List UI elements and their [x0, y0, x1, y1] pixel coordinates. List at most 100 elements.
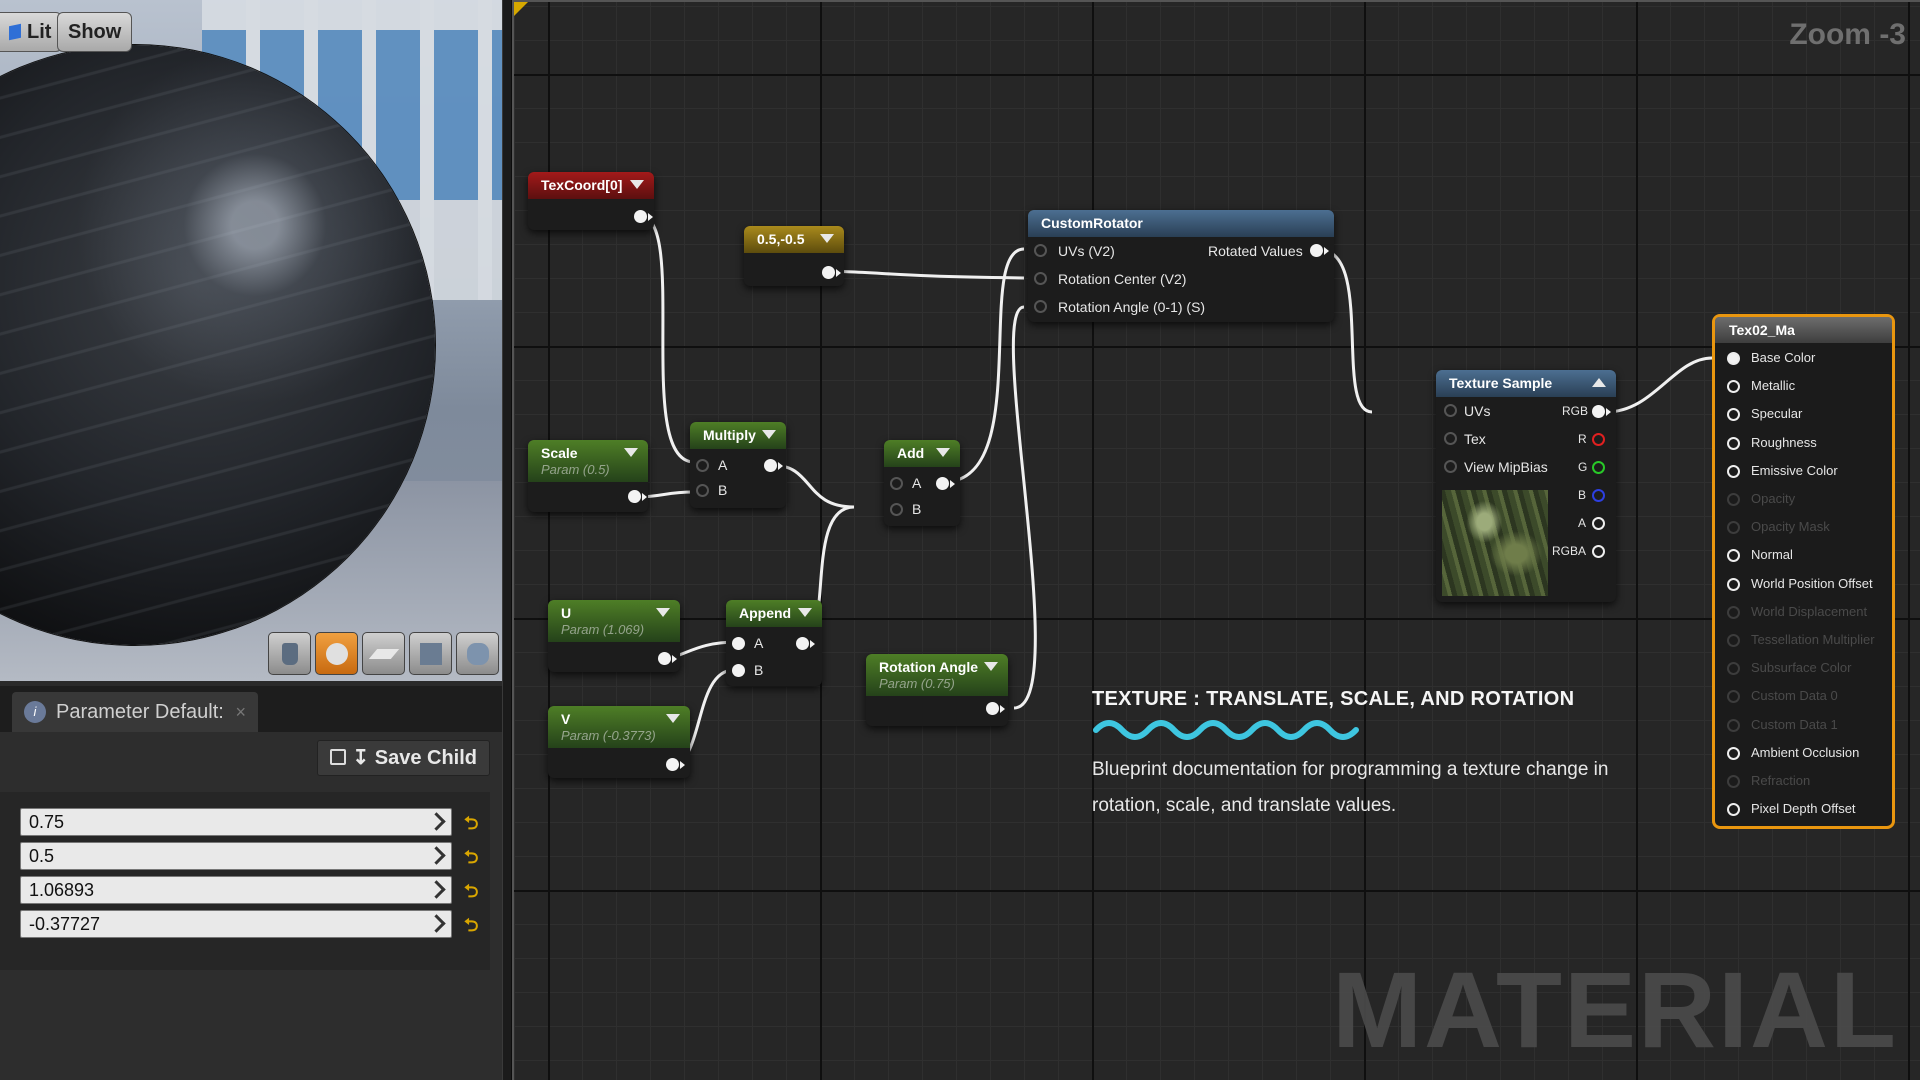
- input-pin-icon[interactable]: [1727, 577, 1740, 591]
- preview-cube-button[interactable]: [409, 632, 452, 675]
- input-pin-uvs[interactable]: [1034, 244, 1047, 257]
- cylinder-icon: [281, 642, 298, 665]
- param-value-field[interactable]: 1.06893: [20, 876, 452, 904]
- input-pin-a[interactable]: [732, 637, 745, 650]
- input-pin-rotation-center[interactable]: [1034, 272, 1047, 285]
- pin-label: B: [912, 501, 922, 517]
- input-pin-icon[interactable]: [1727, 464, 1740, 478]
- wire-texture-to-base-color: [1605, 356, 1713, 414]
- sphere-icon: [325, 642, 348, 665]
- add-node[interactable]: Add A B: [884, 440, 960, 526]
- collapse-arrow-icon[interactable]: [984, 662, 998, 671]
- reset-to-default-icon[interactable]: ⮌: [464, 847, 479, 867]
- custom-rotator-node[interactable]: CustomRotator UVs (V2) Rotation Center (…: [1028, 210, 1334, 322]
- output-pin[interactable]: [822, 266, 841, 279]
- input-pin-b[interactable]: [696, 484, 709, 497]
- result-pin-label: Opacity Mask: [1751, 519, 1830, 535]
- result-pin-label: Base Color: [1751, 350, 1816, 365]
- input-pin-icon[interactable]: [1727, 436, 1740, 450]
- param-value-field[interactable]: -0.37727: [20, 910, 452, 938]
- output-pin-rgb[interactable]: [1592, 405, 1611, 418]
- tab-parameter-defaults[interactable]: i Parameter Default: ×: [12, 692, 258, 732]
- reset-to-default-icon[interactable]: ⮌: [464, 813, 479, 833]
- param-value-field[interactable]: 0.5: [20, 842, 452, 870]
- resize-grip-icon[interactable]: [427, 846, 446, 865]
- input-pin-a[interactable]: [890, 477, 903, 490]
- constant2vector-node[interactable]: 0.5,-0.5: [744, 226, 844, 286]
- input-pin-tex[interactable]: [1444, 432, 1457, 445]
- show-button[interactable]: Show: [57, 12, 133, 52]
- collapse-arrow-icon[interactable]: [762, 430, 776, 439]
- param-value: 0.75: [29, 812, 65, 832]
- wire-rotator-to-texture-uvs: [1319, 248, 1373, 414]
- input-pin-icon[interactable]: [1727, 352, 1740, 365]
- output-pin[interactable]: [634, 210, 653, 223]
- output-pin-b[interactable]: [1592, 489, 1605, 502]
- save-child-button[interactable]: ↧ Save Child: [317, 740, 490, 776]
- panel-splitter[interactable]: [502, 0, 512, 1080]
- output-pin-a[interactable]: [1592, 517, 1605, 530]
- preview-shape-toolbar: [268, 632, 499, 675]
- collapse-arrow-icon[interactable]: [936, 448, 950, 457]
- material-graph-canvas[interactable]: Zoom -3 MATERIAL TexCoord[0] 0.5,-0.5 Sc…: [512, 0, 1920, 1080]
- input-pin-b[interactable]: [890, 503, 903, 516]
- lit-cube-icon: [9, 23, 21, 41]
- texture-sample-node[interactable]: Texture Sample UVs Tex View MipBias RGB …: [1436, 370, 1616, 602]
- input-pin-icon[interactable]: [1727, 746, 1740, 760]
- collapse-arrow-icon[interactable]: [656, 608, 670, 617]
- resize-grip-icon[interactable]: [427, 812, 446, 831]
- input-pin-icon[interactable]: [1727, 380, 1740, 394]
- output-pin[interactable]: [658, 652, 677, 665]
- texcoord-node[interactable]: TexCoord[0]: [528, 172, 654, 230]
- texture-thumbnail[interactable]: [1442, 490, 1548, 596]
- output-pin[interactable]: [628, 490, 647, 503]
- close-tab-icon[interactable]: ×: [235, 702, 246, 722]
- resize-grip-icon[interactable]: [427, 914, 446, 933]
- pin-label: UVs: [1464, 403, 1491, 419]
- input-pin-rotation-angle[interactable]: [1034, 300, 1047, 313]
- collapse-arrow-icon[interactable]: [820, 234, 834, 243]
- reset-to-default-icon[interactable]: ⮌: [464, 915, 479, 935]
- preview-plane-button[interactable]: [362, 632, 405, 675]
- output-pin[interactable]: [666, 758, 685, 771]
- output-pin[interactable]: [986, 702, 1005, 715]
- preview-sphere-button[interactable]: [315, 632, 358, 675]
- input-pin-view-mipbias[interactable]: [1444, 460, 1457, 473]
- input-pin-b[interactable]: [732, 664, 745, 677]
- collapse-arrow-icon[interactable]: [1592, 378, 1606, 387]
- preview-cylinder-button[interactable]: [268, 632, 311, 675]
- lit-mode-button[interactable]: Lit: [0, 12, 63, 52]
- output-pin-rotated-values[interactable]: [1310, 244, 1329, 257]
- input-pin-a[interactable]: [696, 459, 709, 472]
- multiply-node[interactable]: Multiply A B: [690, 422, 786, 508]
- reset-to-default-icon[interactable]: ⮌: [464, 881, 479, 901]
- collapse-arrow-icon[interactable]: [630, 180, 644, 189]
- collapse-arrow-icon[interactable]: [624, 448, 638, 457]
- collapse-arrow-icon[interactable]: [798, 608, 812, 617]
- output-pin-r[interactable]: [1592, 433, 1605, 446]
- preview-custom-mesh-button[interactable]: [456, 632, 499, 675]
- input-pin-icon[interactable]: [1727, 549, 1740, 563]
- output-pin[interactable]: [796, 637, 815, 650]
- input-pin-icon[interactable]: [1727, 803, 1740, 817]
- input-pin-uvs[interactable]: [1444, 404, 1457, 417]
- pin-label: Tex: [1464, 431, 1486, 447]
- output-pin[interactable]: [936, 477, 955, 490]
- input-pin-icon[interactable]: [1727, 408, 1740, 422]
- param-value-field[interactable]: 0.75: [20, 808, 452, 836]
- node-header: Tex02_Ma: [1715, 317, 1892, 343]
- output-pin[interactable]: [764, 459, 783, 472]
- output-pin-rgba[interactable]: [1592, 545, 1605, 558]
- material-preview-viewport[interactable]: Lit Show: [0, 0, 502, 681]
- collapse-arrow-icon[interactable]: [666, 714, 680, 723]
- resize-grip-icon[interactable]: [427, 880, 446, 899]
- output-pin-g[interactable]: [1592, 461, 1605, 474]
- append-node[interactable]: Append A B: [726, 600, 822, 686]
